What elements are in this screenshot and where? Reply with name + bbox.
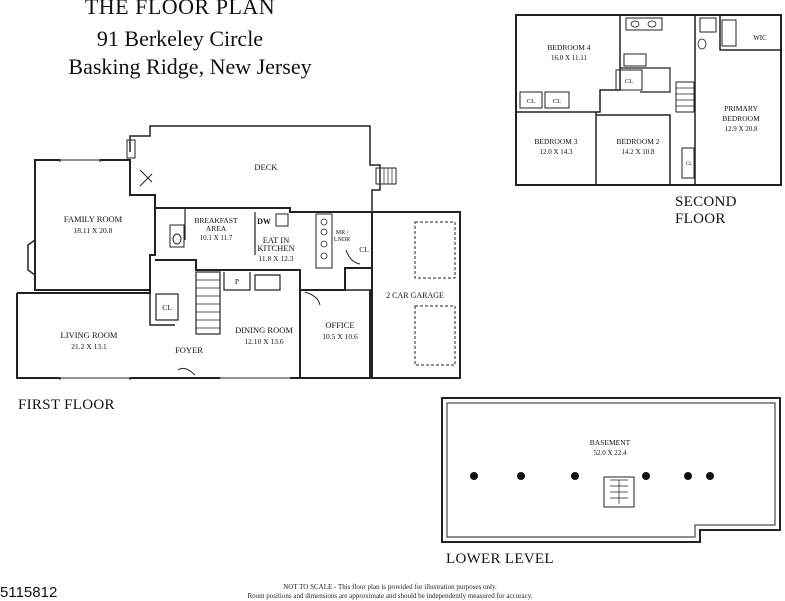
bedroom3-size: 12.0 X 14.3: [539, 148, 573, 156]
laundry-label: LNDR: [334, 237, 350, 243]
closet-label-a: CL: [527, 98, 535, 105]
lower-level-walls: [441, 397, 781, 543]
family-room-size: 18.11 X 20.8: [74, 226, 113, 235]
garage-label: 2 CAR GARAGE: [386, 291, 444, 300]
kitchen-size: 11.8 X 12.3: [258, 254, 293, 263]
foyer-closet-label: CL: [162, 303, 172, 312]
living-room-size: 21.2 X 13.1: [71, 342, 107, 351]
closet-label-b: CL: [553, 98, 561, 105]
basement-label: BASEMENT: [590, 438, 631, 447]
breakfast-size: 10.1 X 11.7: [200, 234, 233, 242]
lower-level-caption: LOWER LEVEL: [446, 551, 554, 567]
closet-label-d: CL: [686, 162, 692, 167]
deck-label: DECK: [254, 162, 278, 172]
kitchen-label-1: EAT IN: [263, 235, 290, 245]
first-floor-caption: FIRST FLOOR: [18, 397, 115, 413]
office-size: 10.5 X 10.6: [322, 332, 358, 341]
bedroom3-label: BEDROOM 3: [534, 137, 577, 146]
pantry-label: P: [235, 277, 239, 286]
bedroom4-size: 16.0 X 11.11: [551, 54, 588, 62]
foyer-label: FOYER: [175, 345, 203, 355]
address-line-2: Basking Ridge, New Jersey: [68, 54, 312, 79]
primary-bedroom-size: 12.9 X 20.8: [724, 125, 758, 133]
primary-bedroom-label-1: PRIMARY: [724, 104, 758, 113]
bedroom2-size: 14.2 X 10.8: [621, 148, 655, 156]
closet-label-c: CL: [625, 78, 633, 85]
living-room-label: LIVING ROOM: [61, 330, 118, 340]
bedroom2-label: BEDROOM 2: [616, 137, 659, 146]
plan-title: THE FLOOR PLAN: [84, 0, 276, 19]
dining-room-size: 12.10 X 13.6: [244, 337, 283, 346]
basement-columns: [470, 472, 714, 480]
dishwasher-label: DW: [257, 217, 271, 226]
breakfast-label-2: AREA: [206, 224, 227, 233]
listing-number: 5115812: [0, 584, 58, 601]
office-label: OFFICE: [325, 320, 354, 330]
kitchen-label-2: KITCHEN: [257, 243, 294, 253]
dining-room-label: DINING ROOM: [235, 325, 293, 335]
mudroom-label: MR /: [336, 230, 349, 236]
basement-size: 52.0 X 22.4: [593, 449, 627, 457]
walk-in-closet-label: WIC: [753, 34, 767, 42]
disclaimer-line-2: Room positions and dimensions are approx…: [247, 592, 533, 600]
breakfast-label-1: BREAKFAST: [194, 216, 238, 225]
kitchen-closet-label: CL: [359, 245, 369, 254]
first-floor-walls: [16, 125, 461, 380]
disclaimer-line-1: NOT TO SCALE - This floor plan is provid…: [283, 583, 497, 591]
primary-bedroom-label-2: BEDROOM: [722, 114, 760, 123]
second-floor-caption: SECOND FLOOR: [675, 194, 737, 227]
second-floor-walls: [515, 14, 782, 186]
bedroom4-label: BEDROOM 4: [547, 43, 590, 52]
address-line-1: 91 Berkeley Circle: [96, 26, 264, 51]
family-room-label: FAMILY ROOM: [64, 214, 123, 224]
